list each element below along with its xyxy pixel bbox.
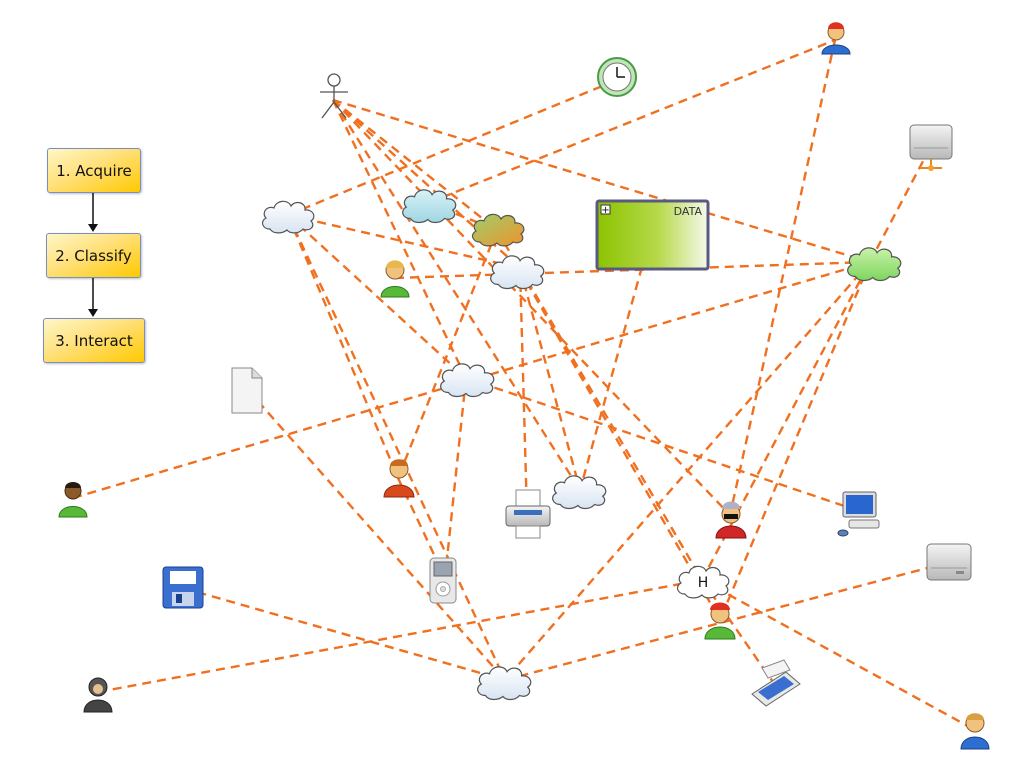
data-group-node[interactable]: + DATA [595, 199, 710, 271]
person-red-cap-icon[interactable] [821, 22, 851, 55]
arrow-head-icon [88, 309, 98, 317]
cloud-orange-icon[interactable] [471, 213, 525, 247]
expand-symbol: + [601, 205, 609, 216]
cloud-icon[interactable] [440, 363, 495, 398]
step-classify[interactable]: 2. Classify [46, 233, 141, 278]
cloud-icon[interactable] [261, 200, 315, 234]
edge [728, 39, 837, 516]
cloud-green-icon[interactable] [847, 247, 902, 282]
data-group-label: DATA [674, 205, 703, 218]
document-icon[interactable] [231, 367, 263, 414]
step-label: 1. Acquire [56, 161, 132, 180]
edge [427, 38, 836, 205]
arrow-head-icon [88, 224, 98, 232]
edge [332, 99, 498, 231]
edge [286, 214, 507, 681]
person-masked-icon[interactable] [715, 501, 747, 539]
edge [578, 237, 652, 491]
edge [518, 267, 529, 516]
step-label: 3. Interact [55, 331, 133, 350]
edge [700, 147, 932, 581]
cloud-icon[interactable] [552, 475, 607, 510]
edge [331, 99, 582, 491]
edge [701, 578, 976, 732]
server-icon[interactable] [909, 124, 953, 171]
edge [504, 560, 951, 682]
hub-cloud[interactable]: H [676, 565, 730, 599]
person-green-icon[interactable] [380, 260, 410, 298]
edge [72, 260, 871, 500]
floppy-disk-icon[interactable] [162, 566, 204, 609]
edge [182, 586, 506, 682]
stick-figure-actor-icon[interactable] [320, 73, 348, 119]
connection-edges [72, 38, 976, 732]
person-orange-icon[interactable] [383, 459, 415, 498]
step-interact[interactable]: 3. Interact [43, 318, 145, 363]
edge [332, 99, 521, 269]
edge [287, 214, 467, 379]
edge [287, 213, 521, 270]
edge [518, 267, 704, 581]
step-label: 2. Classify [55, 246, 132, 265]
cloud-icon[interactable] [490, 255, 545, 290]
edge [97, 578, 703, 694]
edge [465, 376, 863, 514]
person-blue-icon[interactable] [960, 713, 990, 750]
edge [518, 267, 582, 491]
printer-icon[interactable] [505, 489, 551, 539]
edge [332, 98, 871, 264]
person-helmet-icon[interactable] [704, 602, 736, 640]
edge [443, 377, 468, 579]
scanner-icon[interactable] [751, 659, 801, 707]
edge [286, 214, 400, 479]
cloud-icon[interactable] [477, 666, 532, 701]
person-hooded-icon[interactable] [83, 677, 113, 713]
process-flow [88, 192, 98, 317]
ipod-icon[interactable] [429, 557, 457, 604]
step-acquire[interactable]: 1. Acquire [47, 148, 141, 193]
hub-cloud-label: H [698, 575, 709, 591]
computer-monitor-icon[interactable] [837, 491, 880, 537]
edge [504, 261, 871, 681]
edge [718, 261, 872, 621]
edge [394, 260, 871, 280]
expand-toggle-icon[interactable] [600, 204, 611, 215]
clock-icon[interactable] [597, 57, 637, 97]
person-dark-green-icon[interactable] [58, 482, 88, 518]
edge [331, 99, 468, 379]
edge [247, 389, 506, 681]
hard-drive-icon[interactable] [926, 543, 972, 581]
